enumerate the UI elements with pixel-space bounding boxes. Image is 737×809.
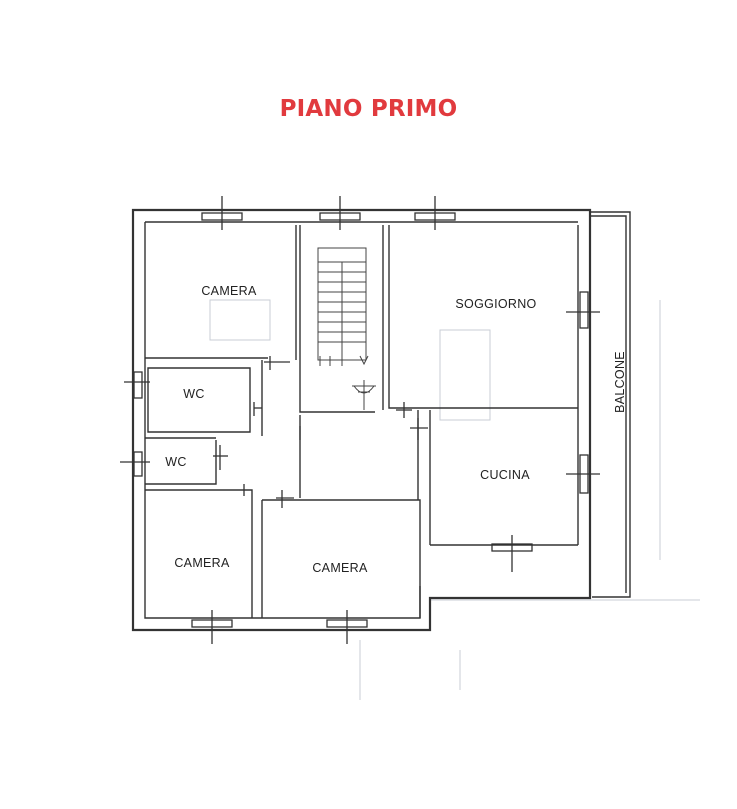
window-cucina-side <box>566 454 600 494</box>
room-label-balcone: BALCONE <box>613 351 627 413</box>
plan-title: PIANO PRIMO <box>279 96 458 122</box>
room-labels: CAMERA SOGGIORNO WC WC CUCINA CAMERA CAM… <box>165 284 627 575</box>
window-cucina-bottom <box>491 535 533 572</box>
room-label-camera-nw: CAMERA <box>201 284 257 298</box>
balcony <box>590 211 631 598</box>
staircase <box>317 247 369 366</box>
interior-walls <box>145 225 579 618</box>
window-stairs <box>319 196 361 230</box>
electrical-panel-icon <box>352 380 376 410</box>
room-label-soggiorno: SOGGIORNO <box>455 297 536 311</box>
windows <box>120 196 600 644</box>
room-label-cucina: CUCINA <box>480 468 530 482</box>
room-label-wc-upper: WC <box>183 387 204 401</box>
window-soggiorno-side <box>566 291 600 329</box>
window-camera-sw <box>191 610 233 644</box>
window-camera-nw <box>201 196 243 230</box>
window-soggiorno-top <box>414 196 456 230</box>
ghost-lines <box>209 299 700 700</box>
room-label-camera-s: CAMERA <box>312 561 368 575</box>
window-camera-s <box>326 610 368 644</box>
doors <box>213 356 428 508</box>
room-label-wc-lower: WC <box>165 455 186 469</box>
room-label-camera-sw: CAMERA <box>174 556 230 570</box>
window-wc-lower <box>120 451 150 477</box>
window-wc-upper <box>124 371 150 399</box>
